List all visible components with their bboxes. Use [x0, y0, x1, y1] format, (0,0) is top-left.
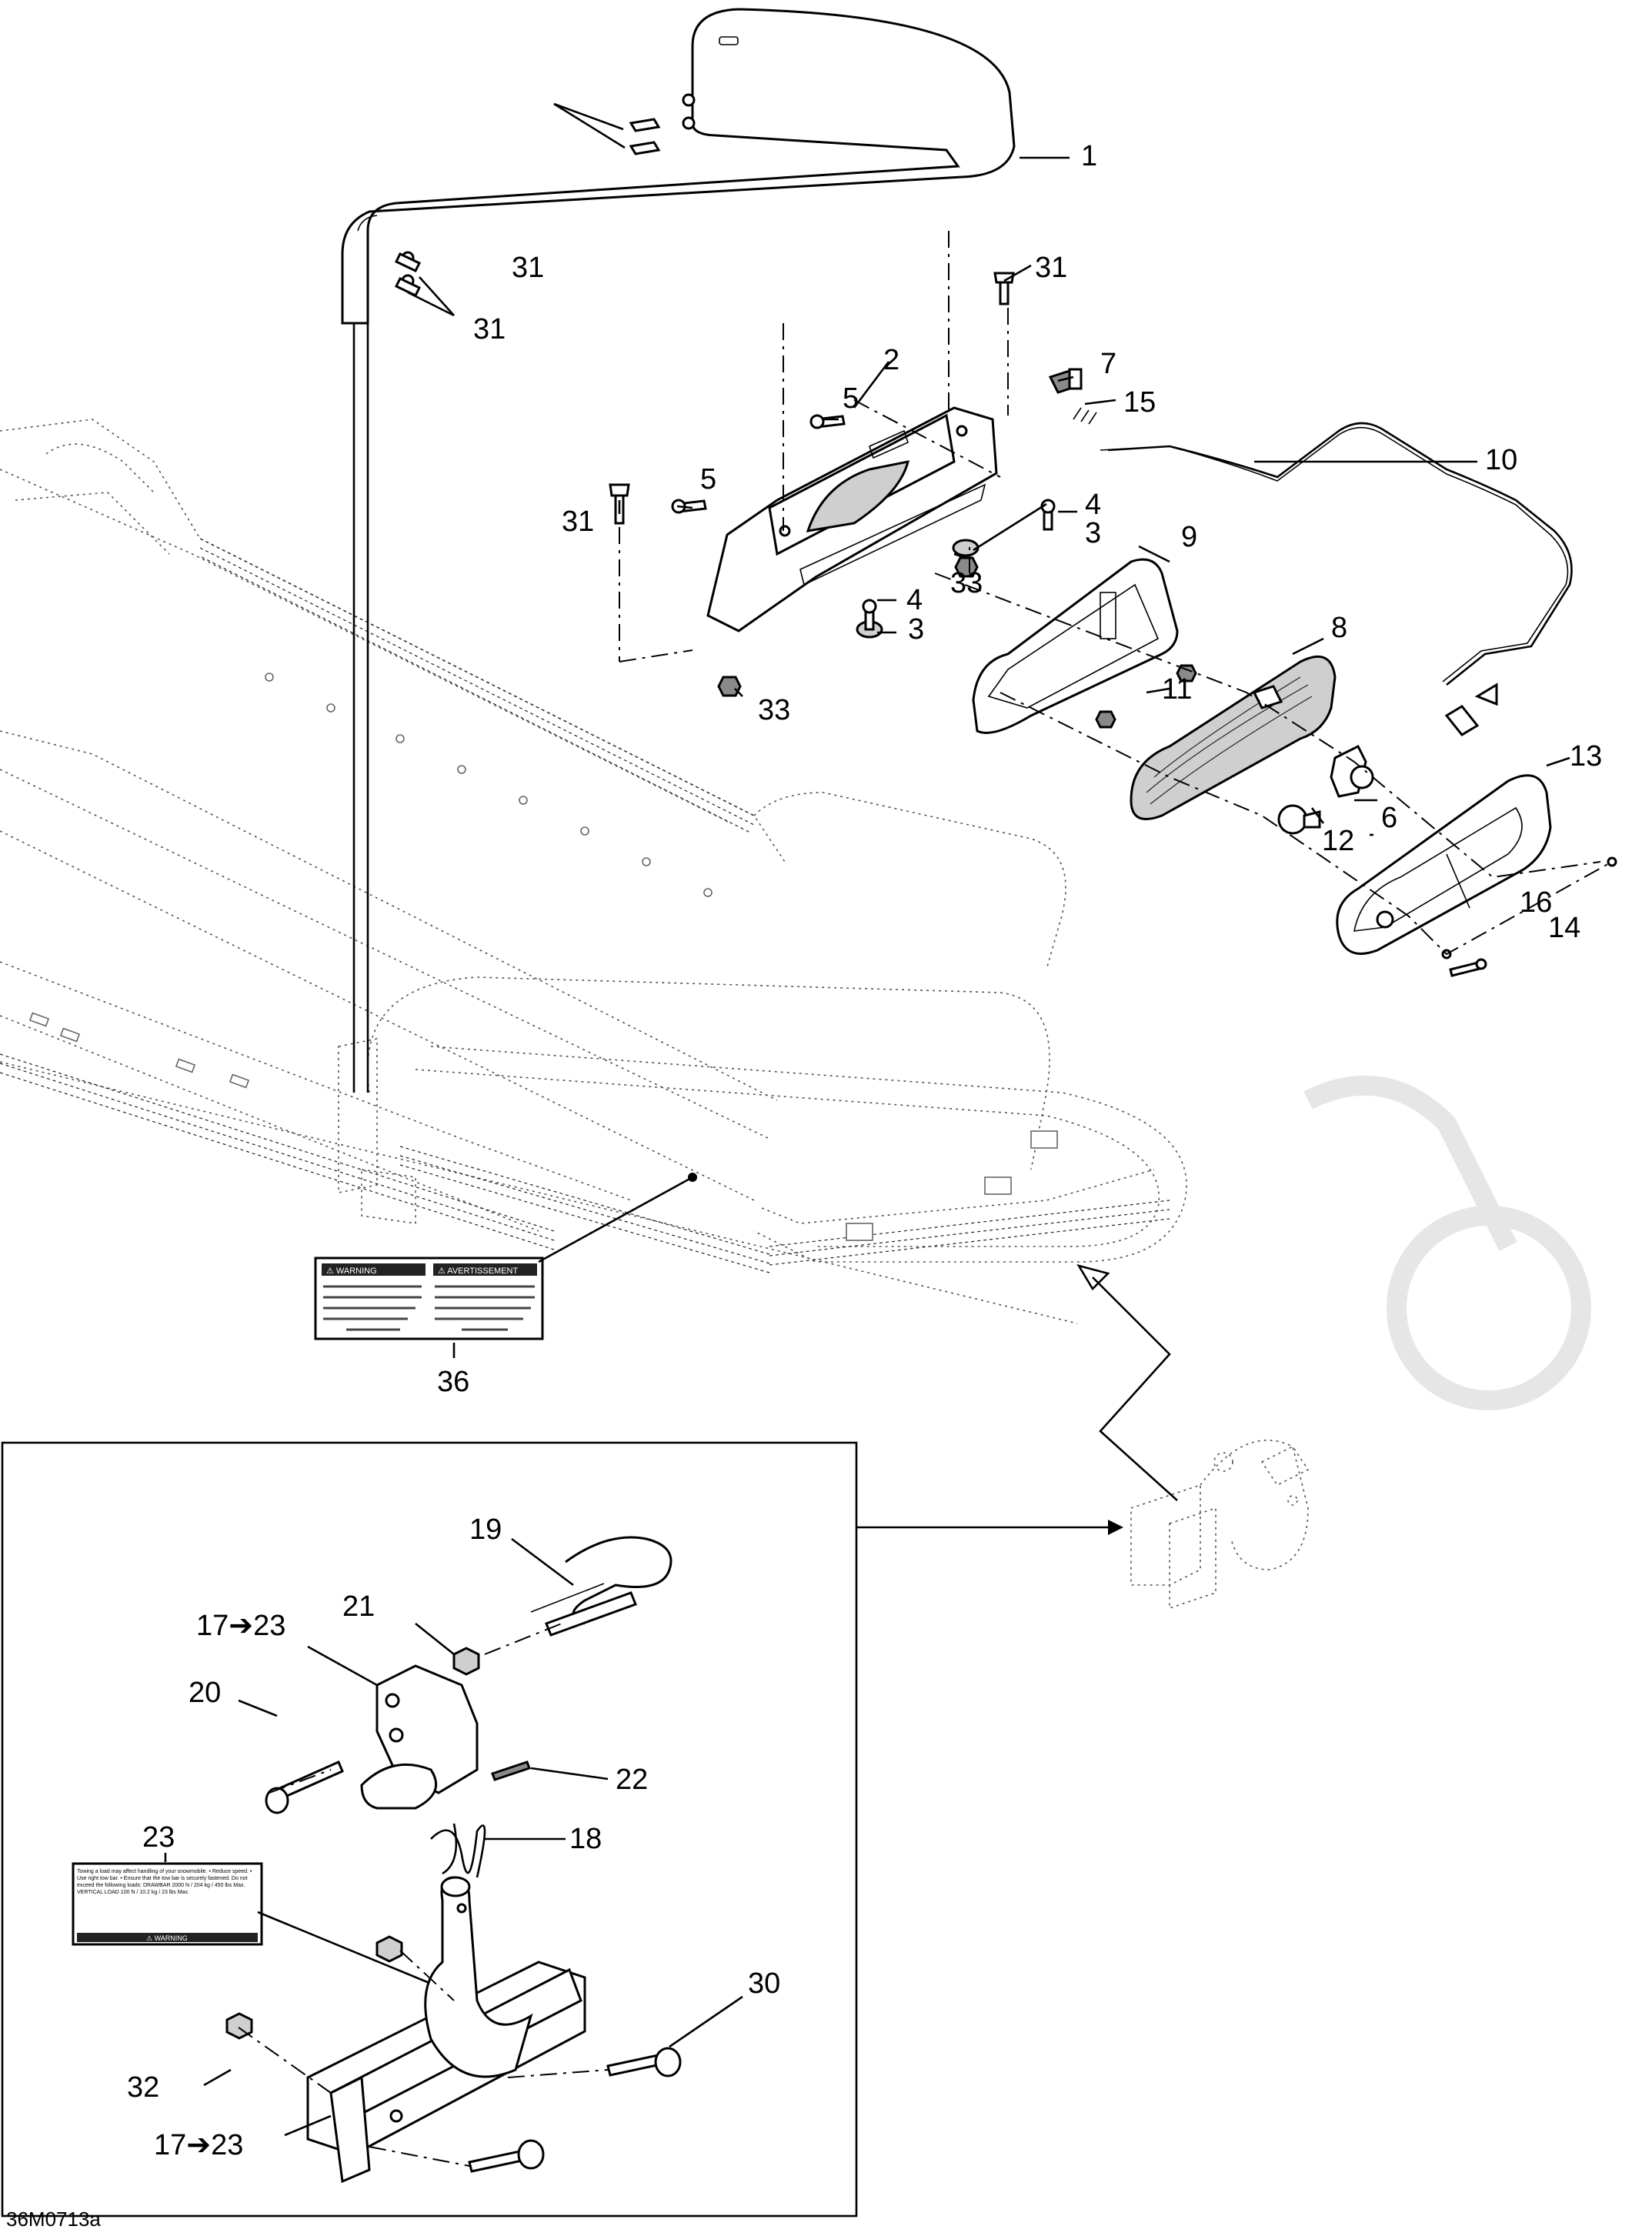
callout-8: 8 — [1331, 612, 1347, 644]
callout-7: 7 — [1100, 348, 1116, 380]
decal-23-text: Towing a load may affect handling of you… — [77, 1869, 252, 1895]
callout-17a: 17➔23 — [196, 1610, 285, 1642]
inset-frame — [1, 1441, 858, 2218]
taillight-housing-9 — [972, 558, 1179, 734]
callout-6: 6 — [1381, 802, 1397, 834]
outer-lens-13 — [1336, 774, 1552, 955]
leader-lines — [407, 102, 1570, 836]
decal-23 — [72, 1862, 263, 1946]
callout-30: 30 — [748, 1967, 780, 2000]
callout-4a: 4 — [1085, 489, 1101, 521]
callout-33a: 33 — [950, 567, 983, 599]
callout-11: 11 — [1162, 673, 1192, 706]
decal-36-heading-left: ⚠ WARNING — [326, 1267, 377, 1276]
snowmobile-rear-frame — [0, 419, 1187, 1324]
callout-15: 15 — [1123, 386, 1156, 419]
assembly-lines-upper — [352, 231, 1613, 1093]
callout-10: 10 — [1485, 444, 1517, 476]
callout-20: 20 — [189, 1677, 221, 1709]
callout-23: 23 — [142, 1821, 175, 1854]
callout-13: 13 — [1570, 740, 1602, 773]
callout-31d: 31 — [562, 506, 594, 538]
callout-5a: 5 — [843, 382, 859, 415]
callout-1: 1 — [1081, 140, 1097, 172]
bolts-31-upper — [394, 118, 661, 297]
wire-harness-10 — [1048, 368, 1573, 736]
callout-4b: 4 — [906, 584, 923, 616]
grab-handle-1 — [341, 8, 1016, 325]
callout-9: 9 — [1181, 521, 1197, 553]
callout-22: 22 — [616, 1764, 648, 1796]
callout-16: 16 — [1520, 886, 1552, 919]
callout-3b: 3 — [908, 613, 924, 646]
callout-18: 18 — [569, 1823, 602, 1855]
reflector-8 — [1130, 655, 1337, 820]
callout-5b: 5 — [700, 463, 716, 496]
bracket-2 — [706, 406, 998, 632]
callout-33b: 33 — [758, 694, 790, 726]
callout-31c: 31 — [1035, 252, 1067, 284]
callout-21: 21 — [342, 1590, 375, 1623]
callout-19: 19 — [469, 1513, 502, 1546]
decal-36-heading-right: ⚠ AVERTISSEMENT — [438, 1267, 518, 1276]
callout-31a: 31 — [512, 252, 544, 284]
screws-14 — [1441, 856, 1617, 977]
callout-2: 2 — [883, 344, 899, 376]
socket-bulb — [1095, 664, 1374, 835]
callout-labels: 1 2 3 3 4 4 5 5 6 7 8 9 10 11 12 13 14 1… — [6, 140, 1602, 2231]
decal-23-footer: ⚠ WARNING — [146, 1934, 188, 1942]
callout-32: 32 — [127, 2071, 159, 2104]
callout-12: 12 — [1322, 825, 1354, 857]
tow-hitch-inset: Towing a load may affect handling of you… — [1, 1441, 1123, 2218]
callout-17b: 17➔23 — [154, 2129, 243, 2161]
callout-14: 14 — [1548, 912, 1580, 944]
callout-3a: 3 — [1085, 517, 1101, 549]
figure-code: 36M0713a — [6, 2208, 101, 2231]
callout-36: 36 — [437, 1366, 469, 1398]
small-hardware — [609, 272, 1056, 697]
decal-36: ⚠ WARNING ⚠ AVERTISSEMENT — [314, 1176, 693, 1358]
watermark-motorcycle — [1303, 1075, 1591, 1410]
callout-31b: 31 — [473, 313, 506, 345]
tow-hitch-assembled — [1076, 1263, 1310, 1610]
